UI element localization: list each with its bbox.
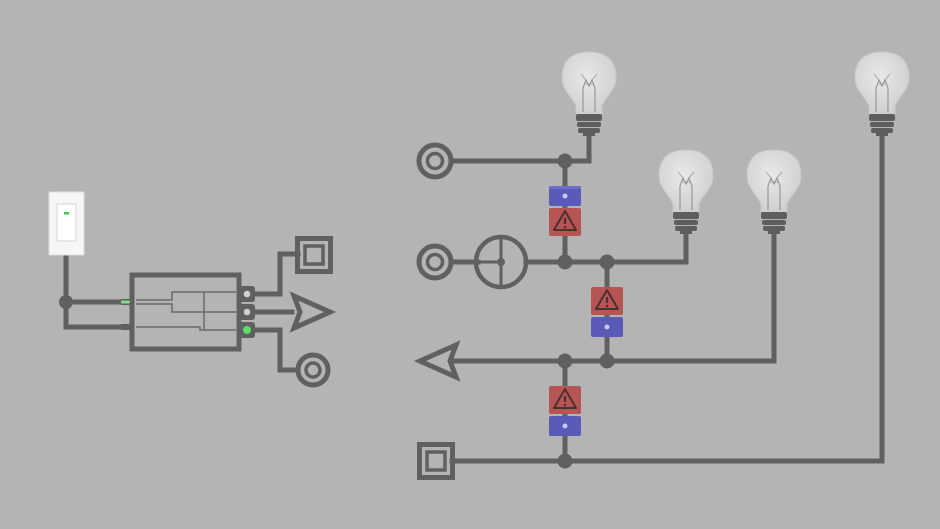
junction-box-icon[interactable] xyxy=(120,272,255,352)
wire-junction-node xyxy=(599,353,615,369)
warning-fuse[interactable] xyxy=(591,287,623,337)
wire-junction-node xyxy=(557,353,573,369)
light-bulb-icon xyxy=(561,51,617,137)
light-bulb-icon xyxy=(854,51,910,137)
output-indicator xyxy=(243,308,251,316)
wire-junction-node xyxy=(599,254,615,270)
output-indicator-active xyxy=(243,326,251,334)
circle-terminal-icon[interactable] xyxy=(416,142,454,180)
left-circuit xyxy=(48,191,337,388)
arrow-terminal-icon[interactable] xyxy=(289,291,337,333)
arrow-terminal-icon[interactable] xyxy=(413,340,461,382)
wire-junction-node xyxy=(557,453,573,469)
warning-fuse[interactable] xyxy=(549,386,581,436)
ammeter-icon[interactable] xyxy=(473,234,529,290)
square-terminal-icon[interactable] xyxy=(417,442,455,480)
input-port xyxy=(120,324,132,330)
wire-junction-node xyxy=(557,254,573,270)
circle-terminal-icon[interactable] xyxy=(295,352,331,388)
square-terminal-icon[interactable] xyxy=(295,236,333,274)
wall-light-switch-icon[interactable] xyxy=(48,191,85,256)
wire-junction-node xyxy=(557,153,573,169)
wire-junction-node xyxy=(59,295,73,309)
output-indicator xyxy=(243,290,251,298)
light-bulb-icon xyxy=(658,149,714,235)
right-circuit xyxy=(413,51,910,480)
warning-fuse[interactable] xyxy=(549,186,581,236)
light-bulb-icon xyxy=(746,149,802,235)
circle-terminal-icon[interactable] xyxy=(416,243,454,281)
